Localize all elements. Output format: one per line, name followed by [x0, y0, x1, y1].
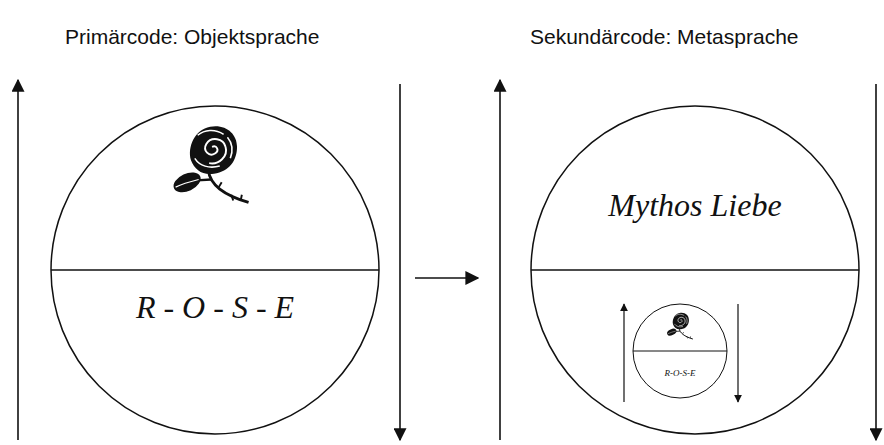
divider-line	[633, 351, 727, 352]
sign-circle: Primärcode: ObjektspracheR - O - S - E	[50, 105, 380, 435]
circle-outline	[530, 105, 860, 435]
divider-line	[51, 269, 379, 271]
sign-text: R - O - S - E	[136, 289, 294, 326]
sign-text: Mythos Liebe	[608, 187, 781, 224]
sign-circle: Sekundärcode: MetaspracheMythos LiebeR-O…	[530, 105, 860, 435]
circle-border	[633, 304, 727, 398]
code-heading: Primärcode: Objektsprache	[65, 25, 319, 49]
transition-arrow	[415, 277, 478, 279]
divider-line	[531, 269, 859, 271]
circle-border	[531, 106, 859, 434]
circle-outline	[632, 303, 728, 399]
circle-border	[51, 106, 379, 434]
inner-sign-circle: R-O-S-E	[632, 303, 728, 399]
circle-outline	[50, 105, 380, 435]
code-heading: Sekundärcode: Metasprache	[530, 25, 799, 49]
sign-text: R-O-S-E	[665, 368, 696, 378]
